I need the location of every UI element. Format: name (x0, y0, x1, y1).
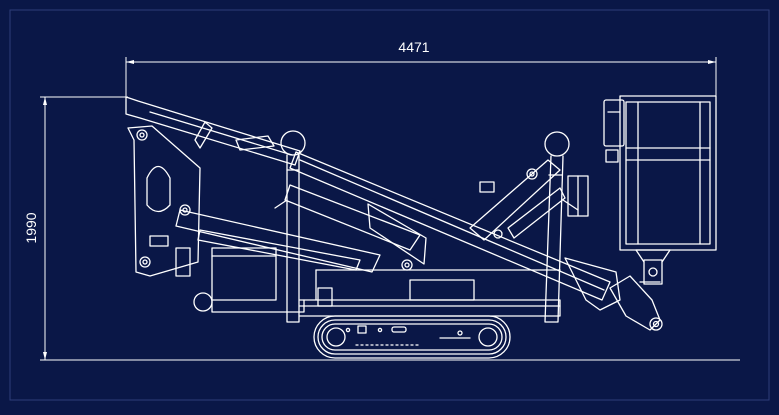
engine-box (211, 247, 277, 301)
jib-rotator (643, 259, 663, 285)
control-panel (603, 99, 625, 147)
height-dimension-label: 1990 (23, 212, 39, 243)
basket-frame (619, 95, 717, 251)
crawler-track (313, 315, 511, 359)
work-platform-basket (603, 95, 717, 251)
upper-boom (125, 96, 301, 166)
front-arm (469, 159, 589, 241)
main-boom (284, 151, 611, 301)
track-drive-sprocket (478, 327, 498, 347)
outrigger-knob-left (280, 130, 306, 156)
length-dimension-label: 4471 (398, 39, 429, 55)
track-idler-wheel (326, 327, 346, 347)
spider-lift-machine (125, 95, 717, 359)
rear-wheel (193, 292, 213, 312)
length-dimension (125, 57, 717, 100)
drawing-border (9, 9, 770, 401)
rear-mast (127, 125, 201, 277)
lower-boom (175, 209, 381, 273)
outrigger-knob-right (544, 131, 570, 157)
jib-section (564, 249, 671, 331)
height-dimension (40, 96, 740, 361)
